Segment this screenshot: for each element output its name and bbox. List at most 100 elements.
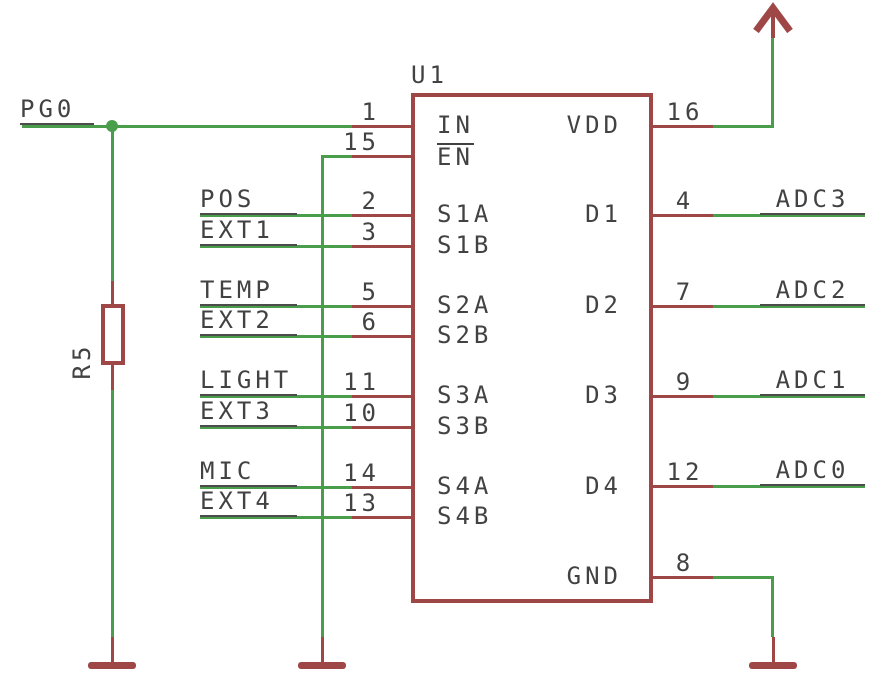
pin-stub-11 [352,395,413,398]
resistor-lead-top [111,281,114,307]
pin-number-12: 12 [666,458,704,486]
wire-temp[interactable] [200,305,352,308]
wire-mic[interactable] [200,486,352,489]
wire-vdd-vertical[interactable] [771,38,774,128]
pin-stub-15 [352,155,413,158]
pin-number-4: 4 [675,187,695,215]
net-label-ext3[interactable]: EXT3 [200,398,297,427]
resistor-r5-body[interactable] [101,304,125,365]
net-label-adc0[interactable]: ADC0 [760,457,865,486]
pin-number-6: 6 [361,308,380,336]
pin-stub-4 [653,214,713,217]
wire-ext2[interactable] [200,335,352,338]
pin-number-3: 3 [361,218,380,246]
net-label-mic[interactable]: MIC [200,458,297,487]
wire-pg0-to-resistor[interactable] [111,125,114,282]
pin-name-s2a: S2A [437,291,493,319]
pin-number-5: 5 [361,278,380,306]
wire-light[interactable] [200,395,352,398]
wire-adc0[interactable] [713,485,865,488]
wire-pos[interactable] [200,214,352,217]
junction-dot[interactable] [106,120,118,132]
pin-stub-3 [352,245,413,248]
ground-bar-icon [88,662,136,669]
net-label-pos[interactable]: POS [200,186,297,215]
en-overline: EN [437,143,474,171]
pin-number-1: 1 [361,98,380,126]
pin-stub-9 [653,395,713,398]
net-label-temp[interactable]: TEMP [200,277,297,306]
vcc-symbol[interactable] [750,0,796,40]
wire-en-horizontal[interactable] [322,155,352,158]
wire-ext3[interactable] [200,426,352,429]
pin-name-d3: D3 [585,381,622,409]
net-label-light[interactable]: LIGHT [200,367,297,396]
pin-stub-16 [653,125,713,128]
pin-name-gnd: GND [566,562,622,590]
ground-symbol[interactable] [749,637,797,670]
pin-name-in: IN [437,111,474,139]
resistor-reference[interactable]: R5 [68,342,96,380]
wire-ext1[interactable] [200,245,352,248]
ic-reference[interactable]: U1 [411,61,448,89]
pin-name-vdd: VDD [566,111,622,139]
ic-u1-body[interactable] [411,93,653,603]
wire-ext4[interactable] [200,516,352,519]
net-label-pg0[interactable]: PG0 [20,96,94,125]
ground-symbol[interactable] [298,637,346,670]
pin-stub-5 [352,305,413,308]
pin-name-s3b: S3B [437,412,493,440]
pin-name-s3a: S3A [437,381,493,409]
wire-vdd-horizontal[interactable] [713,125,773,128]
pin-name-d1: D1 [585,200,622,228]
pin-stub-8 [653,576,713,579]
net-label-ext2[interactable]: EXT2 [200,307,297,336]
pin-name-s4b: S4B [437,502,493,530]
pin-name-s2b: S2B [437,321,493,349]
wire-pg0[interactable] [22,125,352,128]
pin-name-d2: D2 [585,291,622,319]
pin-number-2: 2 [361,187,380,215]
net-label-adc1[interactable]: ADC1 [760,367,865,396]
wire-adc2[interactable] [713,305,865,308]
net-label-ext1[interactable]: EXT1 [200,217,297,246]
pin-name-d4: D4 [585,472,622,500]
pin-number-16: 16 [666,98,704,126]
pin-stub-10 [352,426,413,429]
ground-bar-icon [298,662,346,669]
pin-number-9: 9 [675,368,695,396]
pin-number-14: 14 [343,459,380,487]
ground-stem [111,637,114,663]
wire-gnd-vertical[interactable] [771,576,774,637]
pin-stub-1 [352,125,413,128]
pin-number-13: 13 [343,489,380,517]
pin-number-8: 8 [675,549,695,577]
wire-gnd-horizontal[interactable] [713,576,773,579]
pin-stub-14 [352,486,413,489]
pin-name-en: EN [437,143,474,169]
ground-symbol[interactable] [88,637,136,670]
pin-stub-7 [653,305,713,308]
pin-number-7: 7 [675,278,695,306]
pin-name-s1a: S1A [437,200,493,228]
resistor-lead-bottom [111,361,114,390]
power-arrow-icon [753,2,793,38]
net-label-ext4[interactable]: EXT4 [200,488,297,517]
pin-name-s1b: S1B [437,231,493,259]
pin-name-s4a: S4A [437,472,493,500]
wire-adc3[interactable] [713,214,865,217]
pin-stub-13 [352,516,413,519]
pin-stub-12 [653,485,713,488]
wire-adc1[interactable] [713,395,865,398]
ground-stem [321,637,324,663]
pin-stub-6 [352,335,413,338]
net-label-adc3[interactable]: ADC3 [760,186,865,215]
net-label-adc2[interactable]: ADC2 [760,277,865,306]
pin-number-11: 11 [343,368,380,396]
pin-number-10: 10 [343,399,380,427]
ground-bar-icon [749,662,797,669]
wire-resistor-to-ground[interactable] [111,390,114,637]
pin-number-15: 15 [343,128,380,156]
pin-stub-2 [352,214,413,217]
